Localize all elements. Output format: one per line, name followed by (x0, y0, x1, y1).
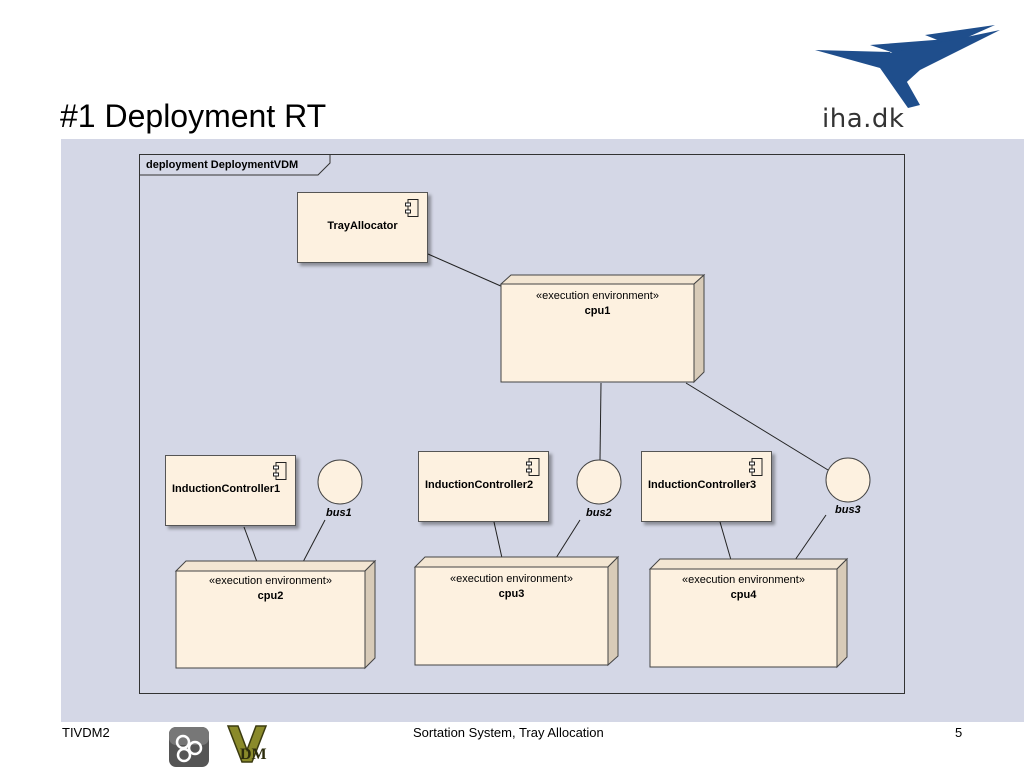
iha-logo-icon (815, 25, 1000, 108)
bus3-node (825, 457, 871, 503)
cpu1-node (499, 273, 706, 384)
deployment-frame: deployment DeploymentVDM (139, 154, 905, 694)
logo-text: iha.dk (822, 104, 905, 134)
component-icon (526, 458, 540, 476)
component-label: InductionController2 (425, 479, 534, 491)
component-icon (405, 199, 419, 217)
cpu4-env[interactable]: «execution environment» cpu4 (650, 569, 837, 667)
induction-controller2-component[interactable]: InductionController2 (418, 451, 549, 522)
env-name: cpu1 (584, 305, 611, 317)
env-name: cpu4 (730, 589, 757, 601)
cpu1-env[interactable]: «execution environment» cpu1 (501, 284, 694, 382)
induction-controller3-component[interactable]: InductionController3 (641, 451, 772, 522)
component-label: InductionController1 (172, 483, 281, 495)
env-stereotype: «execution environment» (209, 575, 332, 587)
bus2-label: bus2 (586, 507, 612, 519)
cpu2-node (174, 559, 377, 670)
component-label: TrayAllocator (327, 220, 398, 232)
vdm-logo-icon: DM (226, 725, 268, 763)
component-icon (273, 462, 287, 480)
bus1-label: bus1 (326, 507, 352, 519)
bus1-node (317, 459, 363, 505)
component-label: InductionController3 (648, 479, 757, 491)
svg-text:DM: DM (240, 746, 267, 763)
env-name: cpu2 (257, 590, 284, 602)
footer-center: Sortation System, Tray Allocation (413, 725, 604, 740)
footer-page-number: 5 (955, 725, 963, 740)
slide-title: #1 Deployment RT (60, 98, 327, 134)
footer-left: TIVDM2 (62, 725, 110, 740)
component-icon (749, 458, 763, 476)
cpu2-env[interactable]: «execution environment» cpu2 (176, 571, 365, 668)
overture-tool-icon (169, 727, 209, 767)
cpu3-env[interactable]: «execution environment» cpu3 (415, 567, 608, 665)
cpu4-node (648, 557, 849, 669)
env-stereotype: «execution environment» (536, 290, 659, 302)
env-name: cpu3 (498, 588, 525, 600)
cpu3-node (413, 555, 620, 667)
bus3-label: bus3 (835, 504, 861, 516)
tray-allocator-component[interactable]: TrayAllocator (297, 192, 428, 263)
env-stereotype: «execution environment» (682, 574, 805, 586)
env-stereotype: «execution environment» (450, 573, 573, 585)
bus2-node (576, 459, 622, 505)
frame-label: deployment DeploymentVDM (146, 159, 299, 171)
induction-controller1-component[interactable]: InductionController1 (165, 455, 296, 526)
